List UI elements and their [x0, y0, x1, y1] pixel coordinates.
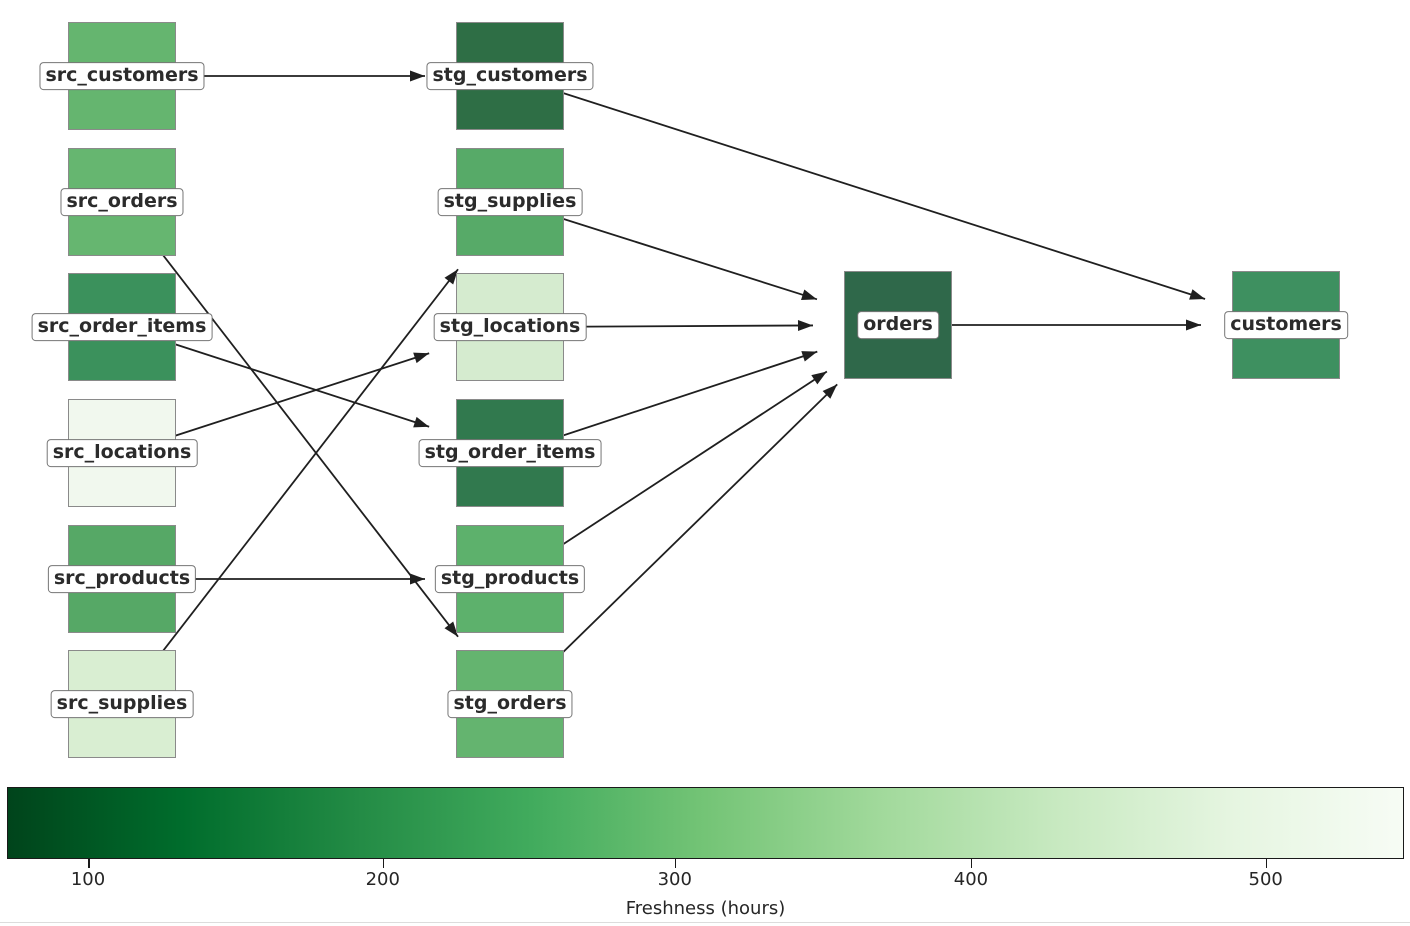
node-label-stg_orders: stg_orders: [447, 690, 573, 718]
edge-line-stg_orders-to-orders: [509, 383, 838, 705]
node-label-customers: customers: [1224, 311, 1348, 339]
edge-arrowhead-stg_locations-to-orders: [797, 320, 814, 332]
node-label-stg_locations: stg_locations: [433, 313, 587, 341]
colorbar-tick-label-200: 200: [365, 869, 400, 890]
node-label-src_orders: src_orders: [60, 188, 184, 216]
node-label-src_supplies: src_supplies: [50, 690, 194, 718]
edge-arrowhead-orders-to-customers: [1186, 319, 1201, 331]
figure-bottom-border: [0, 922, 1410, 923]
colorbar-tick-label-500: 500: [1248, 869, 1283, 890]
node-label-src_products: src_products: [47, 565, 197, 593]
edge-arrowhead-stg_products-to-orders: [811, 371, 827, 385]
colorbar-tick-mark-200: [382, 859, 385, 868]
colorbar-tick-mark-400: [970, 859, 973, 868]
edge-arrowhead-src_supplies-to-stg_supplies: [444, 269, 459, 285]
edge-arrowhead-stg_customers-to-customers: [1189, 289, 1206, 300]
colorbar-tick-label-100: 100: [70, 869, 106, 890]
colorbar-tick-label-300: 300: [657, 869, 692, 890]
colorbar-tick-label-400: 400: [953, 869, 989, 890]
edge-line-src_orders-to-stg_orders: [121, 201, 459, 638]
edge-line-stg_customers-to-customers: [509, 75, 1206, 300]
node-label-stg_order_items: stg_order_items: [418, 439, 602, 467]
colorbar-tick-mark-300: [674, 859, 677, 868]
colorbar-gradient: [7, 787, 1404, 859]
colorbar-axis-label: Freshness (hours): [625, 898, 786, 919]
edge-arrowhead-stg_supplies-to-orders: [801, 289, 817, 301]
edge-arrowhead-src_locations-to-stg_locations: [413, 352, 430, 364]
edge-arrowhead-src_products-to-stg_products: [410, 573, 425, 585]
node-label-src_customers: src_customers: [39, 62, 205, 90]
edges-layer: [121, 70, 1206, 705]
node-label-stg_customers: stg_customers: [426, 62, 594, 90]
node-label-src_order_items: src_order_items: [31, 313, 213, 341]
edge-arrowhead-stg_orders-to-orders: [822, 384, 838, 399]
edge-arrowhead-src_customers-to-stg_customers: [410, 70, 425, 82]
colorbar-tick-mark-100: [88, 859, 90, 868]
edge-arrowhead-src_order_items-to-stg_order_items: [413, 416, 430, 428]
edge-arrowhead-stg_order_items-to-orders: [801, 351, 818, 362]
node-label-stg_supplies: stg_supplies: [437, 188, 583, 216]
edge-line-src_supplies-to-stg_supplies: [121, 268, 459, 705]
node-label-stg_products: stg_products: [434, 565, 586, 593]
node-label-src_locations: src_locations: [46, 439, 198, 467]
colorbar-tick-mark-500: [1265, 859, 1268, 868]
edge-arrowhead-src_orders-to-stg_orders: [444, 621, 459, 637]
node-label-orders: orders: [857, 311, 939, 339]
